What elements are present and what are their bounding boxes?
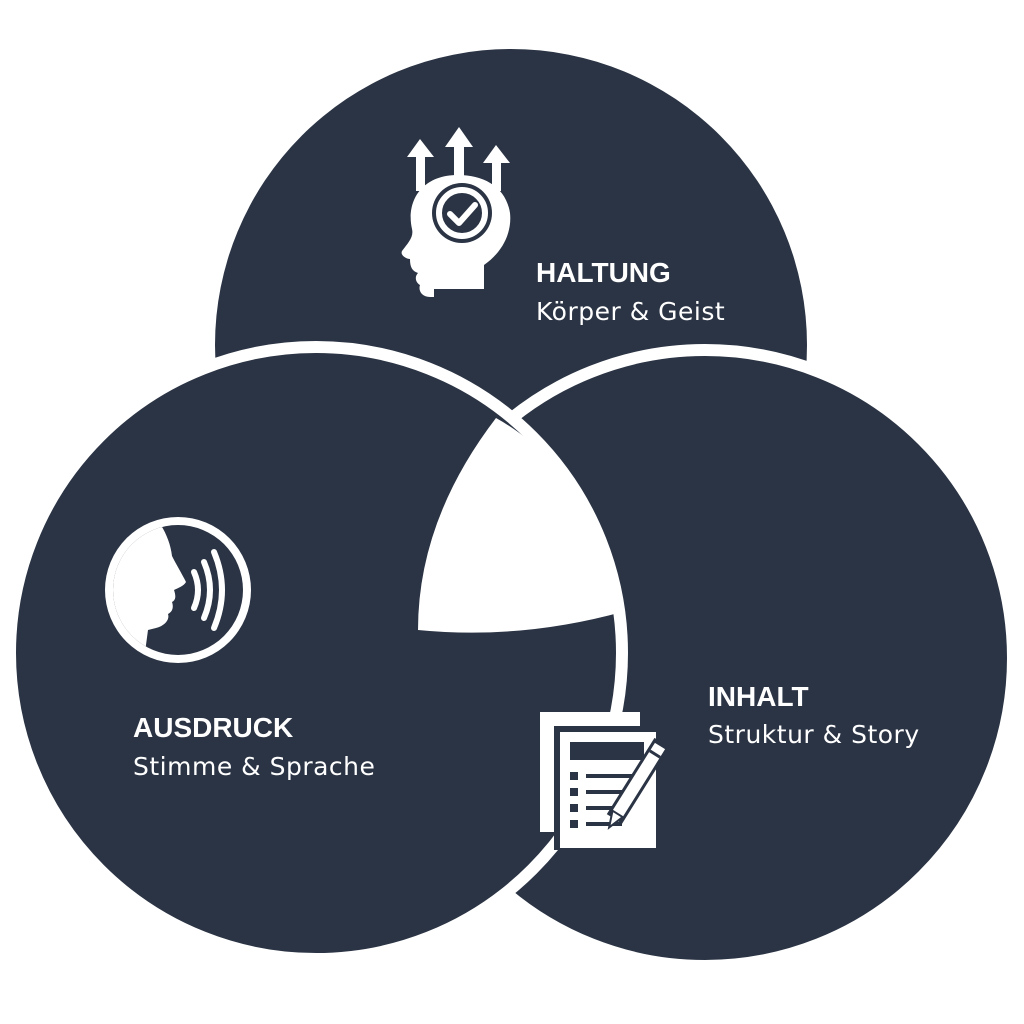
haltung-title: HALTUNG [536, 257, 671, 288]
inhalt-title: INHALT [708, 681, 809, 712]
speaking-head-icon [105, 517, 251, 663]
inhalt-subtitle: Struktur & Story [708, 720, 920, 749]
ausdruck-title: AUSDRUCK [133, 712, 293, 743]
ausdruck-subtitle: Stimme & Sprache [133, 752, 375, 781]
haltung-subtitle: Körper & Geist [536, 297, 725, 326]
document-pen-icon [540, 712, 670, 850]
head-arrows-check-icon [401, 127, 511, 297]
center-white-area [418, 418, 622, 633]
circle-ausdruck [4, 341, 628, 965]
